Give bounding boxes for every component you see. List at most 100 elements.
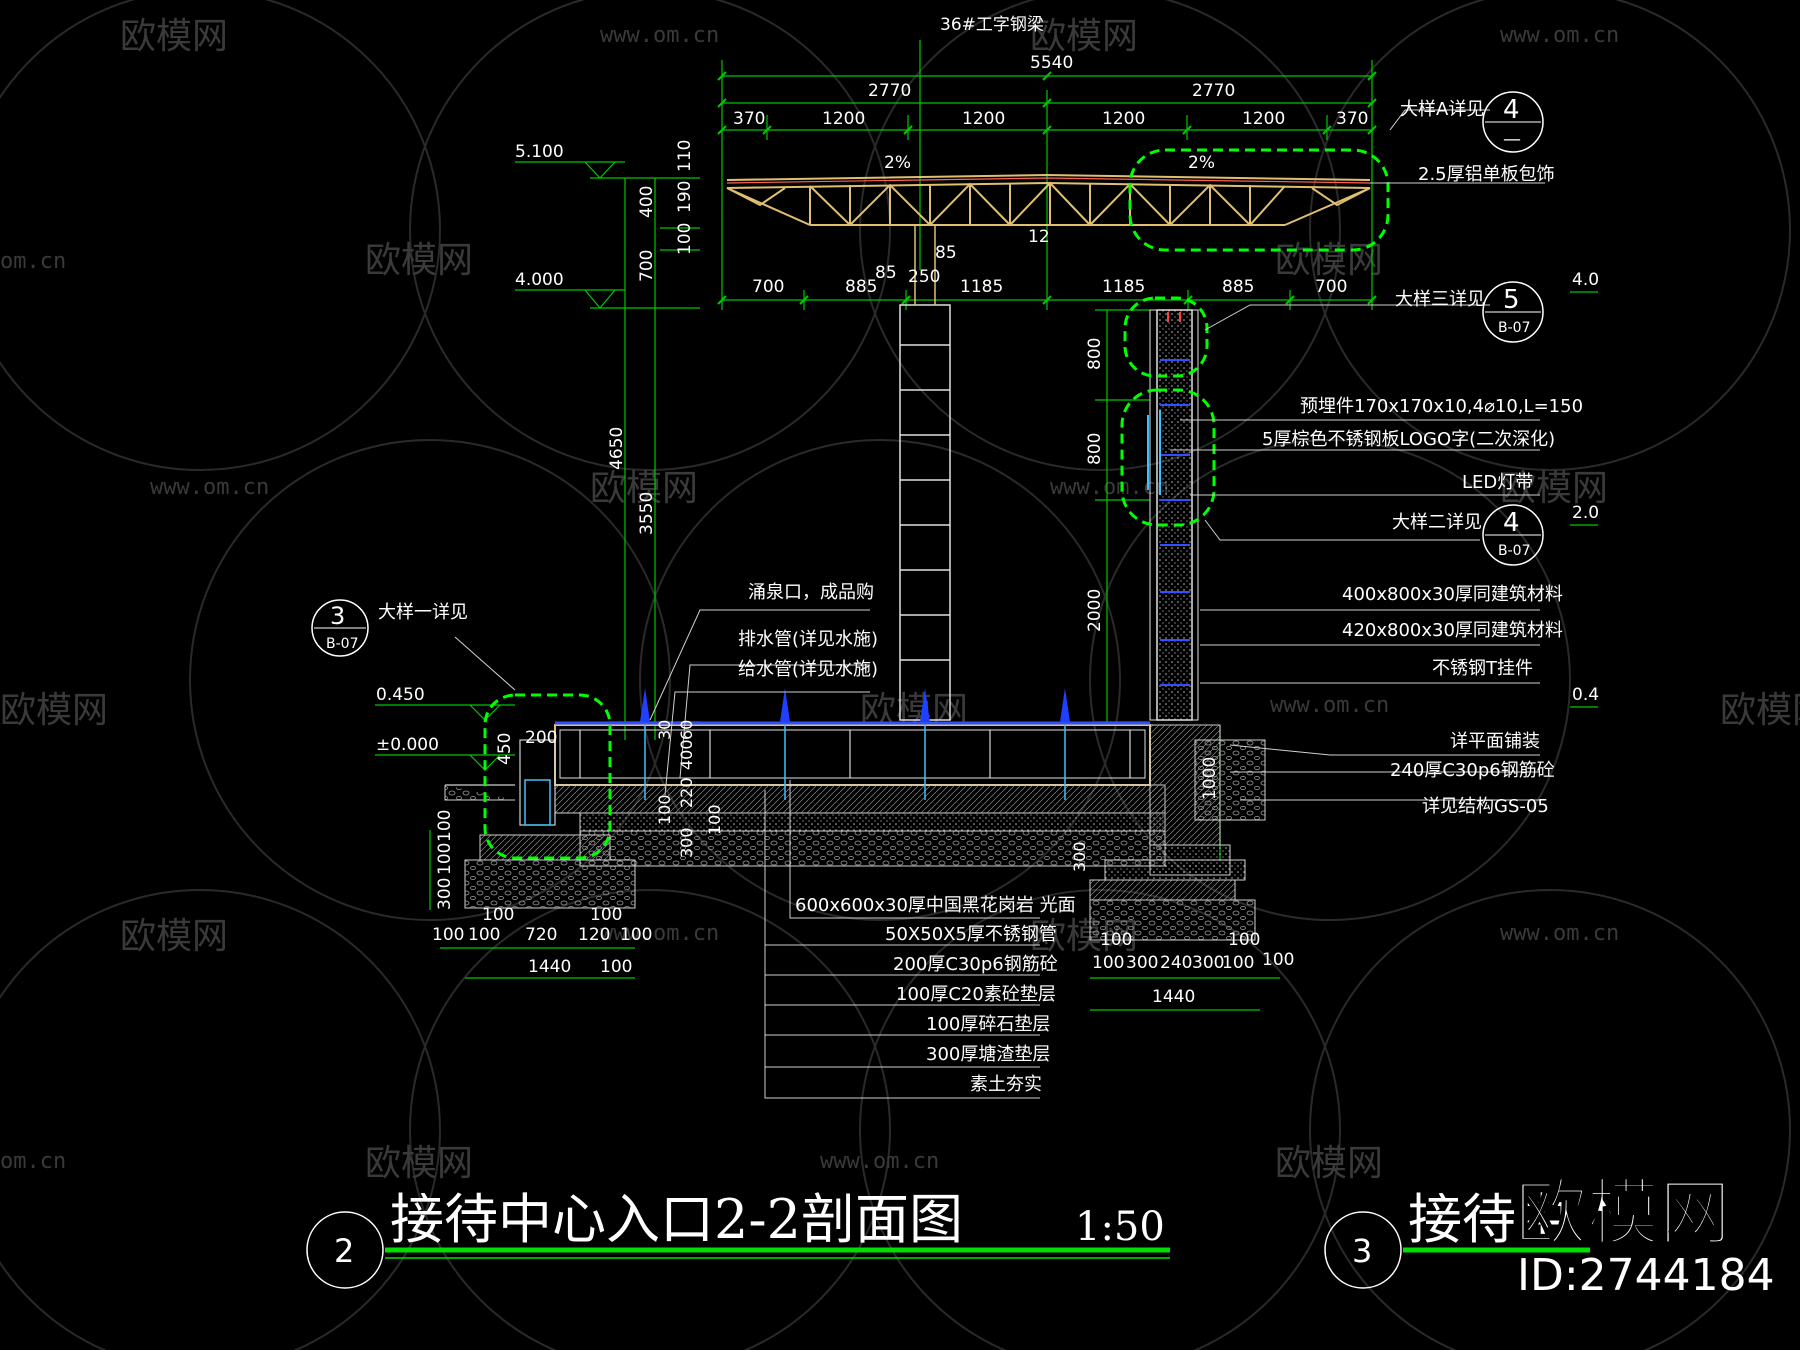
logo-wall	[1147, 309, 1199, 721]
watermark-brand: 欧模网	[120, 16, 228, 57]
dimension-ticks	[717, 71, 1377, 305]
dim-base-mid: 60	[677, 720, 696, 740]
level-label: 4.000	[515, 270, 564, 290]
dim-base-right: 100	[1092, 953, 1124, 973]
callout-text: 大样A详见	[1400, 99, 1484, 120]
level-labels: 5.100 4.000 0.450 ±0.000 4.0 2.0 0.4	[376, 142, 1599, 755]
watermark-url: www.om.cn	[600, 23, 719, 48]
dim-segment: 1200	[1242, 109, 1285, 129]
callout-text: 大样三详见	[1395, 289, 1485, 310]
corner-watermark: 欧模网 ID:2744184	[1514, 1170, 1775, 1301]
callout-text: 大样二详见	[1392, 512, 1482, 533]
dim-base: 720	[525, 925, 557, 945]
detail-marker-ref: B-07	[326, 636, 358, 652]
detail-marker: 4 —	[1482, 91, 1544, 153]
detail-marker-ref: B-07	[1498, 320, 1530, 336]
material-text: 100厚碎石垫层	[926, 1014, 1050, 1035]
dim-lower: 700	[1315, 277, 1347, 297]
material-text: 50X50X5厚不锈钢管	[885, 924, 1057, 945]
dim-vertical: 800	[1085, 433, 1105, 465]
corner-id: ID:2744184	[1517, 1250, 1775, 1301]
dim-lower: 1185	[1102, 277, 1145, 297]
watermark-brand: 欧模网	[1030, 16, 1138, 57]
watermark-url: www.om.cn	[1050, 475, 1169, 500]
watermark-brand: 欧模网	[1275, 240, 1383, 281]
section-number: 3	[1352, 1232, 1372, 1270]
callout-text: 5厚棕色不锈钢板LOGO字(二次深化)	[1262, 429, 1555, 450]
dim-base: 100	[620, 925, 652, 945]
watermark-brand: 欧模网	[590, 468, 698, 509]
slope-label: 2%	[884, 153, 911, 173]
dim-base-v: 450	[495, 733, 515, 765]
dim-vertical: 400	[637, 186, 657, 218]
callout-text: 详平面铺装	[1450, 731, 1540, 752]
dim-lower: 250	[908, 267, 940, 287]
dim-vertical: 1000	[1200, 757, 1220, 800]
dim-vertical: 100	[675, 223, 695, 255]
dim-base-mid: 100	[655, 794, 674, 825]
dim-base-mid: 300	[1070, 841, 1089, 872]
dim-overall: 5540	[1030, 53, 1073, 73]
detail-marker: 3 B-07	[311, 599, 369, 657]
dim-base-right: 100	[1262, 950, 1294, 970]
dim-base-right: 1440	[1152, 987, 1195, 1007]
base-right-labels: 100 100 300 240 300 100 100 100 1440	[1092, 930, 1294, 1007]
dim-segment: 370	[1336, 109, 1368, 129]
material-text: 300厚塘渣垫层	[926, 1044, 1050, 1065]
callout-text: 预埋件170x170x10,4⌀10,L=150	[1300, 396, 1583, 417]
beam-label: 36#工字钢梁	[940, 15, 1044, 35]
watermark-brand: 欧模网	[365, 1143, 473, 1184]
dim-lower: 85	[935, 243, 957, 263]
watermark-brand: 欧模网	[120, 916, 228, 957]
dim-base-mid: 400	[677, 739, 696, 770]
dim-vertical: 700	[637, 250, 657, 282]
next-title-block: 3 接待中	[1324, 1188, 1590, 1289]
level-label: 5.100	[515, 142, 564, 162]
base-mid-labels: 30 60 400 220 100 300 100 300	[655, 720, 1089, 872]
detail-marker-num: 3	[330, 602, 345, 630]
water-pipes	[644, 725, 1066, 800]
dim-base: 100	[482, 905, 514, 925]
right-level: 2.0	[1572, 503, 1599, 523]
detail-marker: 4 B-07	[1482, 504, 1544, 566]
left-callouts: 大样一详见 涌泉口，成品购 排水管(详见水施) 给水管(详见水施)	[378, 582, 878, 680]
dim-base-right: 100	[1100, 930, 1132, 950]
dim-vertical: 2000	[1085, 589, 1105, 632]
dim-base-v: 100	[435, 810, 455, 842]
callout-text: 不锈钢T挂件	[1432, 658, 1533, 679]
bottom-dimension-lines	[429, 830, 1280, 1011]
dim-half: 2770	[868, 81, 911, 101]
detail-marker-ref: B-07	[1498, 543, 1530, 559]
dim-segment: 1200	[1102, 109, 1145, 129]
watermark-url: www.om.cn	[600, 921, 719, 946]
material-text: 100厚C20素砼垫层	[896, 984, 1056, 1005]
dim-base-mid: 100	[705, 804, 724, 835]
dim-base-v: 200	[525, 728, 557, 748]
callout-text: 2.5厚铝单板包饰	[1418, 164, 1555, 185]
dim-base-right: 300	[1126, 953, 1158, 973]
dim-vertical: 3550	[637, 492, 657, 535]
dim-base-right: 240	[1160, 953, 1192, 973]
dim-segment: 1200	[822, 109, 865, 129]
fountain-jets	[640, 688, 1070, 722]
base-left-labels: 100 100 100 720 120 100 100 1440 100 100…	[432, 728, 652, 977]
callout-text: 420x800x30厚同建筑材料	[1342, 620, 1563, 641]
right-level: 4.0	[1572, 270, 1599, 290]
dim-base: 100	[468, 925, 500, 945]
dim-base: 100	[432, 925, 464, 945]
dim-base-right: 100	[1222, 953, 1254, 973]
watermark-brand: 欧模网	[0, 690, 108, 731]
drawing-title-block: 2 接待中心入口2-2剖面图 1:50	[306, 1188, 1170, 1289]
drawing-scale: 1:50	[1075, 1204, 1165, 1250]
watermark-brand: 欧模网	[1275, 1143, 1383, 1184]
drawing-title: 接待中心入口2-2剖面图	[390, 1188, 963, 1251]
material-text: 200厚C30p6钢筋砼	[893, 954, 1058, 975]
detail-marker-num: 4	[1503, 508, 1520, 538]
next-drawing-title: 接待中	[1408, 1188, 1570, 1251]
watermark-url-layer: www.om.cn www.om.cn om.cn www.om.cn www.…	[0, 23, 1619, 1174]
watermark-brand: 欧模网	[1720, 690, 1800, 731]
vertical-dimension-labels: 110 190 100 400 700 4650 3550 800 800 20…	[607, 140, 1220, 800]
dim-base-mid: 220	[677, 777, 696, 808]
right-level: 0.4	[1572, 685, 1599, 705]
